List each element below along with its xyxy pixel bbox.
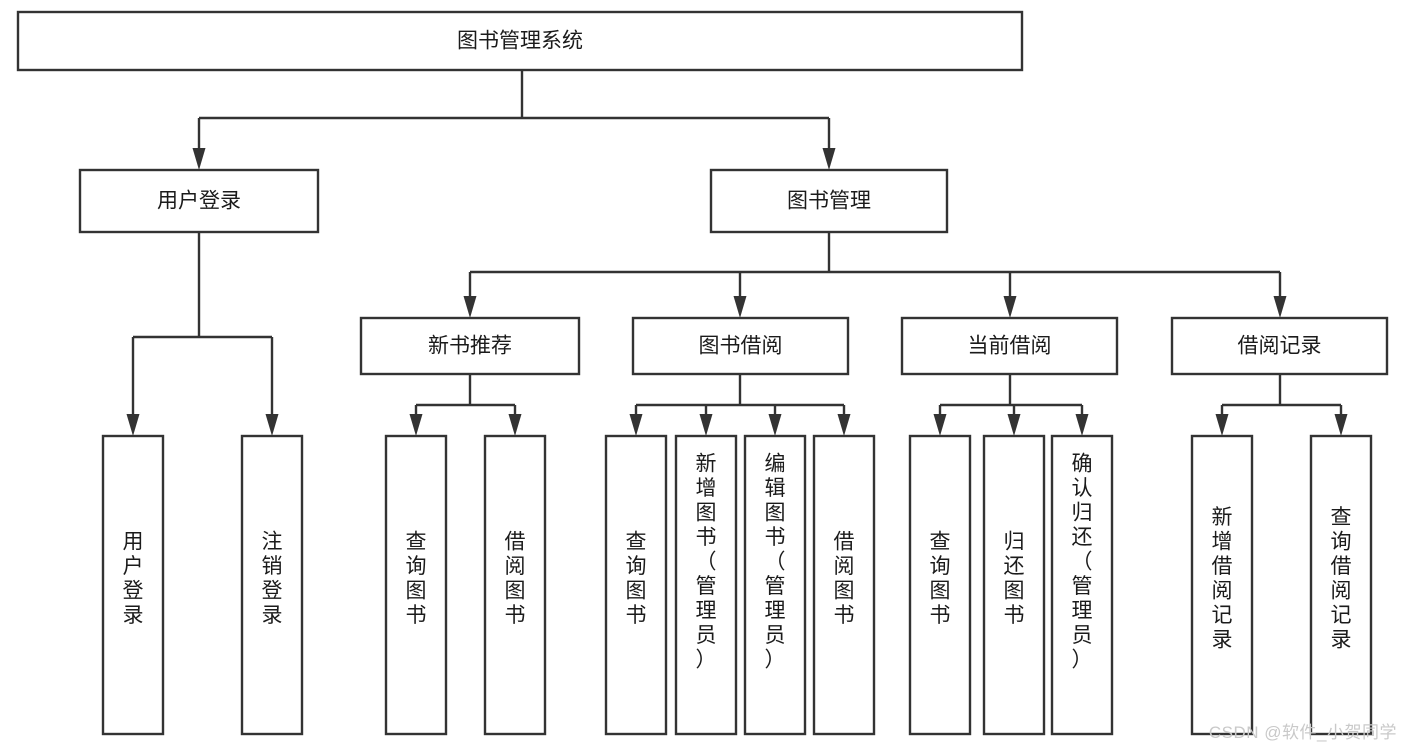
connector-group-current-borrow — [933, 374, 1089, 436]
node-box-leaf-logout-login[interactable] — [240, 434, 304, 736]
connector-group-user-login — [126, 232, 279, 436]
node-box-leaf-edit-book-admin[interactable] — [743, 434, 807, 736]
connector-group-book-manage — [463, 232, 1287, 318]
arrow-head — [1334, 414, 1348, 436]
nodes-layer: 图书管理系统用户登录图书管理新书推荐图书借阅当前借阅借阅记录用户登录注销登录查询… — [16, 10, 1389, 736]
node-label-book-borrow: 图书借阅 — [699, 335, 783, 358]
arrow-head — [463, 296, 477, 318]
arrow-head — [1273, 296, 1287, 318]
node-borrow-record[interactable]: 借阅记录 — [1170, 316, 1389, 376]
node-label-book-manage: 图书管理 — [787, 190, 871, 213]
node-leaf-query-borrow-record[interactable]: 查询借阅记录 — [1309, 434, 1373, 736]
node-box-user-login[interactable] — [78, 168, 320, 234]
node-label-root: 图书管理系统 — [457, 30, 583, 53]
node-box-leaf-query-book-current[interactable] — [908, 434, 972, 736]
arrow-head — [192, 148, 206, 170]
arrow-head — [933, 414, 947, 436]
node-label-leaf-user-login: 用户登录 — [123, 530, 144, 627]
node-leaf-query-book-borrow[interactable]: 查询图书 — [604, 434, 668, 736]
arrow-head — [265, 414, 279, 436]
node-leaf-confirm-return-admin[interactable]: 确认归还（管理员） — [1050, 434, 1114, 736]
node-label-leaf-borrow-book: 借阅图书 — [834, 530, 855, 627]
arrow-head — [1075, 414, 1089, 436]
node-box-current-borrow[interactable] — [900, 316, 1119, 376]
node-box-leaf-borrow-book-new[interactable] — [483, 434, 547, 736]
arrow-head — [1003, 296, 1017, 318]
node-leaf-borrow-book-new[interactable]: 借阅图书 — [483, 434, 547, 736]
node-book-borrow[interactable]: 图书借阅 — [631, 316, 850, 376]
arrow-head — [508, 414, 522, 436]
arrow-head — [126, 414, 140, 436]
node-label-leaf-query-book-borrow: 查询图书 — [626, 530, 647, 627]
node-box-leaf-add-borrow-record[interactable] — [1190, 434, 1254, 736]
connectors-layer — [126, 70, 1348, 436]
node-label-current-borrow: 当前借阅 — [968, 335, 1052, 358]
connector-group-book-borrow — [629, 374, 851, 436]
node-root[interactable]: 图书管理系统 — [16, 10, 1024, 72]
connector-group-new-book-recommend — [409, 374, 522, 436]
node-label-new-book-recommend: 新书推荐 — [428, 335, 512, 358]
node-box-leaf-query-book-borrow[interactable] — [604, 434, 668, 736]
node-label-leaf-borrow-book-new: 借阅图书 — [505, 530, 526, 627]
node-label-leaf-add-borrow-record: 新增借阅记录 — [1212, 506, 1233, 652]
node-box-new-book-recommend[interactable] — [359, 316, 581, 376]
node-box-book-manage[interactable] — [709, 168, 949, 234]
node-new-book-recommend[interactable]: 新书推荐 — [359, 316, 581, 376]
arrow-head — [822, 148, 836, 170]
connector-group-borrow-record — [1215, 374, 1348, 436]
node-leaf-edit-book-admin[interactable]: 编辑图书（管理员） — [743, 434, 807, 736]
node-current-borrow[interactable]: 当前借阅 — [900, 316, 1119, 376]
node-label-leaf-query-book-new: 查询图书 — [406, 530, 427, 627]
node-label-leaf-add-book-admin: 新增图书（管理员） — [696, 452, 717, 671]
node-box-book-borrow[interactable] — [631, 316, 850, 376]
node-box-leaf-return-book[interactable] — [982, 434, 1046, 736]
arrow-head — [1007, 414, 1021, 436]
node-label-borrow-record: 借阅记录 — [1238, 335, 1322, 358]
node-label-leaf-query-book-current: 查询图书 — [930, 530, 951, 627]
node-label-user-login: 用户登录 — [157, 190, 241, 213]
watermark: CSDN @软件_小贺同学 — [1208, 723, 1397, 742]
arrow-head — [837, 414, 851, 436]
arrow-head — [699, 414, 713, 436]
node-leaf-return-book[interactable]: 归还图书 — [982, 434, 1046, 736]
arrow-head — [1215, 414, 1229, 436]
node-leaf-user-login[interactable]: 用户登录 — [101, 434, 165, 736]
node-user-login[interactable]: 用户登录 — [78, 168, 320, 234]
node-label-leaf-logout-login: 注销登录 — [262, 530, 283, 627]
node-leaf-add-borrow-record[interactable]: 新增借阅记录 — [1190, 434, 1254, 736]
node-leaf-query-book-new[interactable]: 查询图书 — [384, 434, 448, 736]
node-box-leaf-confirm-return-admin[interactable] — [1050, 434, 1114, 736]
node-leaf-add-book-admin[interactable]: 新增图书（管理员） — [674, 434, 738, 736]
arrow-head — [768, 414, 782, 436]
node-label-leaf-query-borrow-record: 查询借阅记录 — [1331, 506, 1352, 652]
node-box-root[interactable] — [16, 10, 1024, 72]
node-label-leaf-confirm-return-admin: 确认归还（管理员） — [1072, 452, 1093, 671]
node-box-borrow-record[interactable] — [1170, 316, 1389, 376]
node-book-manage[interactable]: 图书管理 — [709, 168, 949, 234]
node-box-leaf-query-book-new[interactable] — [384, 434, 448, 736]
connector-group-root — [192, 70, 836, 170]
node-label-leaf-edit-book-admin: 编辑图书（管理员） — [765, 452, 786, 671]
arrow-head — [629, 414, 643, 436]
arrow-head — [409, 414, 423, 436]
arrow-head — [733, 296, 747, 318]
node-box-leaf-borrow-book[interactable] — [812, 434, 876, 736]
node-leaf-borrow-book[interactable]: 借阅图书 — [812, 434, 876, 736]
node-box-leaf-user-login[interactable] — [101, 434, 165, 736]
node-box-leaf-query-borrow-record[interactable] — [1309, 434, 1373, 736]
node-leaf-query-book-current[interactable]: 查询图书 — [908, 434, 972, 736]
node-label-leaf-return-book: 归还图书 — [1004, 530, 1025, 627]
node-leaf-logout-login[interactable]: 注销登录 — [240, 434, 304, 736]
node-box-leaf-add-book-admin[interactable] — [674, 434, 738, 736]
